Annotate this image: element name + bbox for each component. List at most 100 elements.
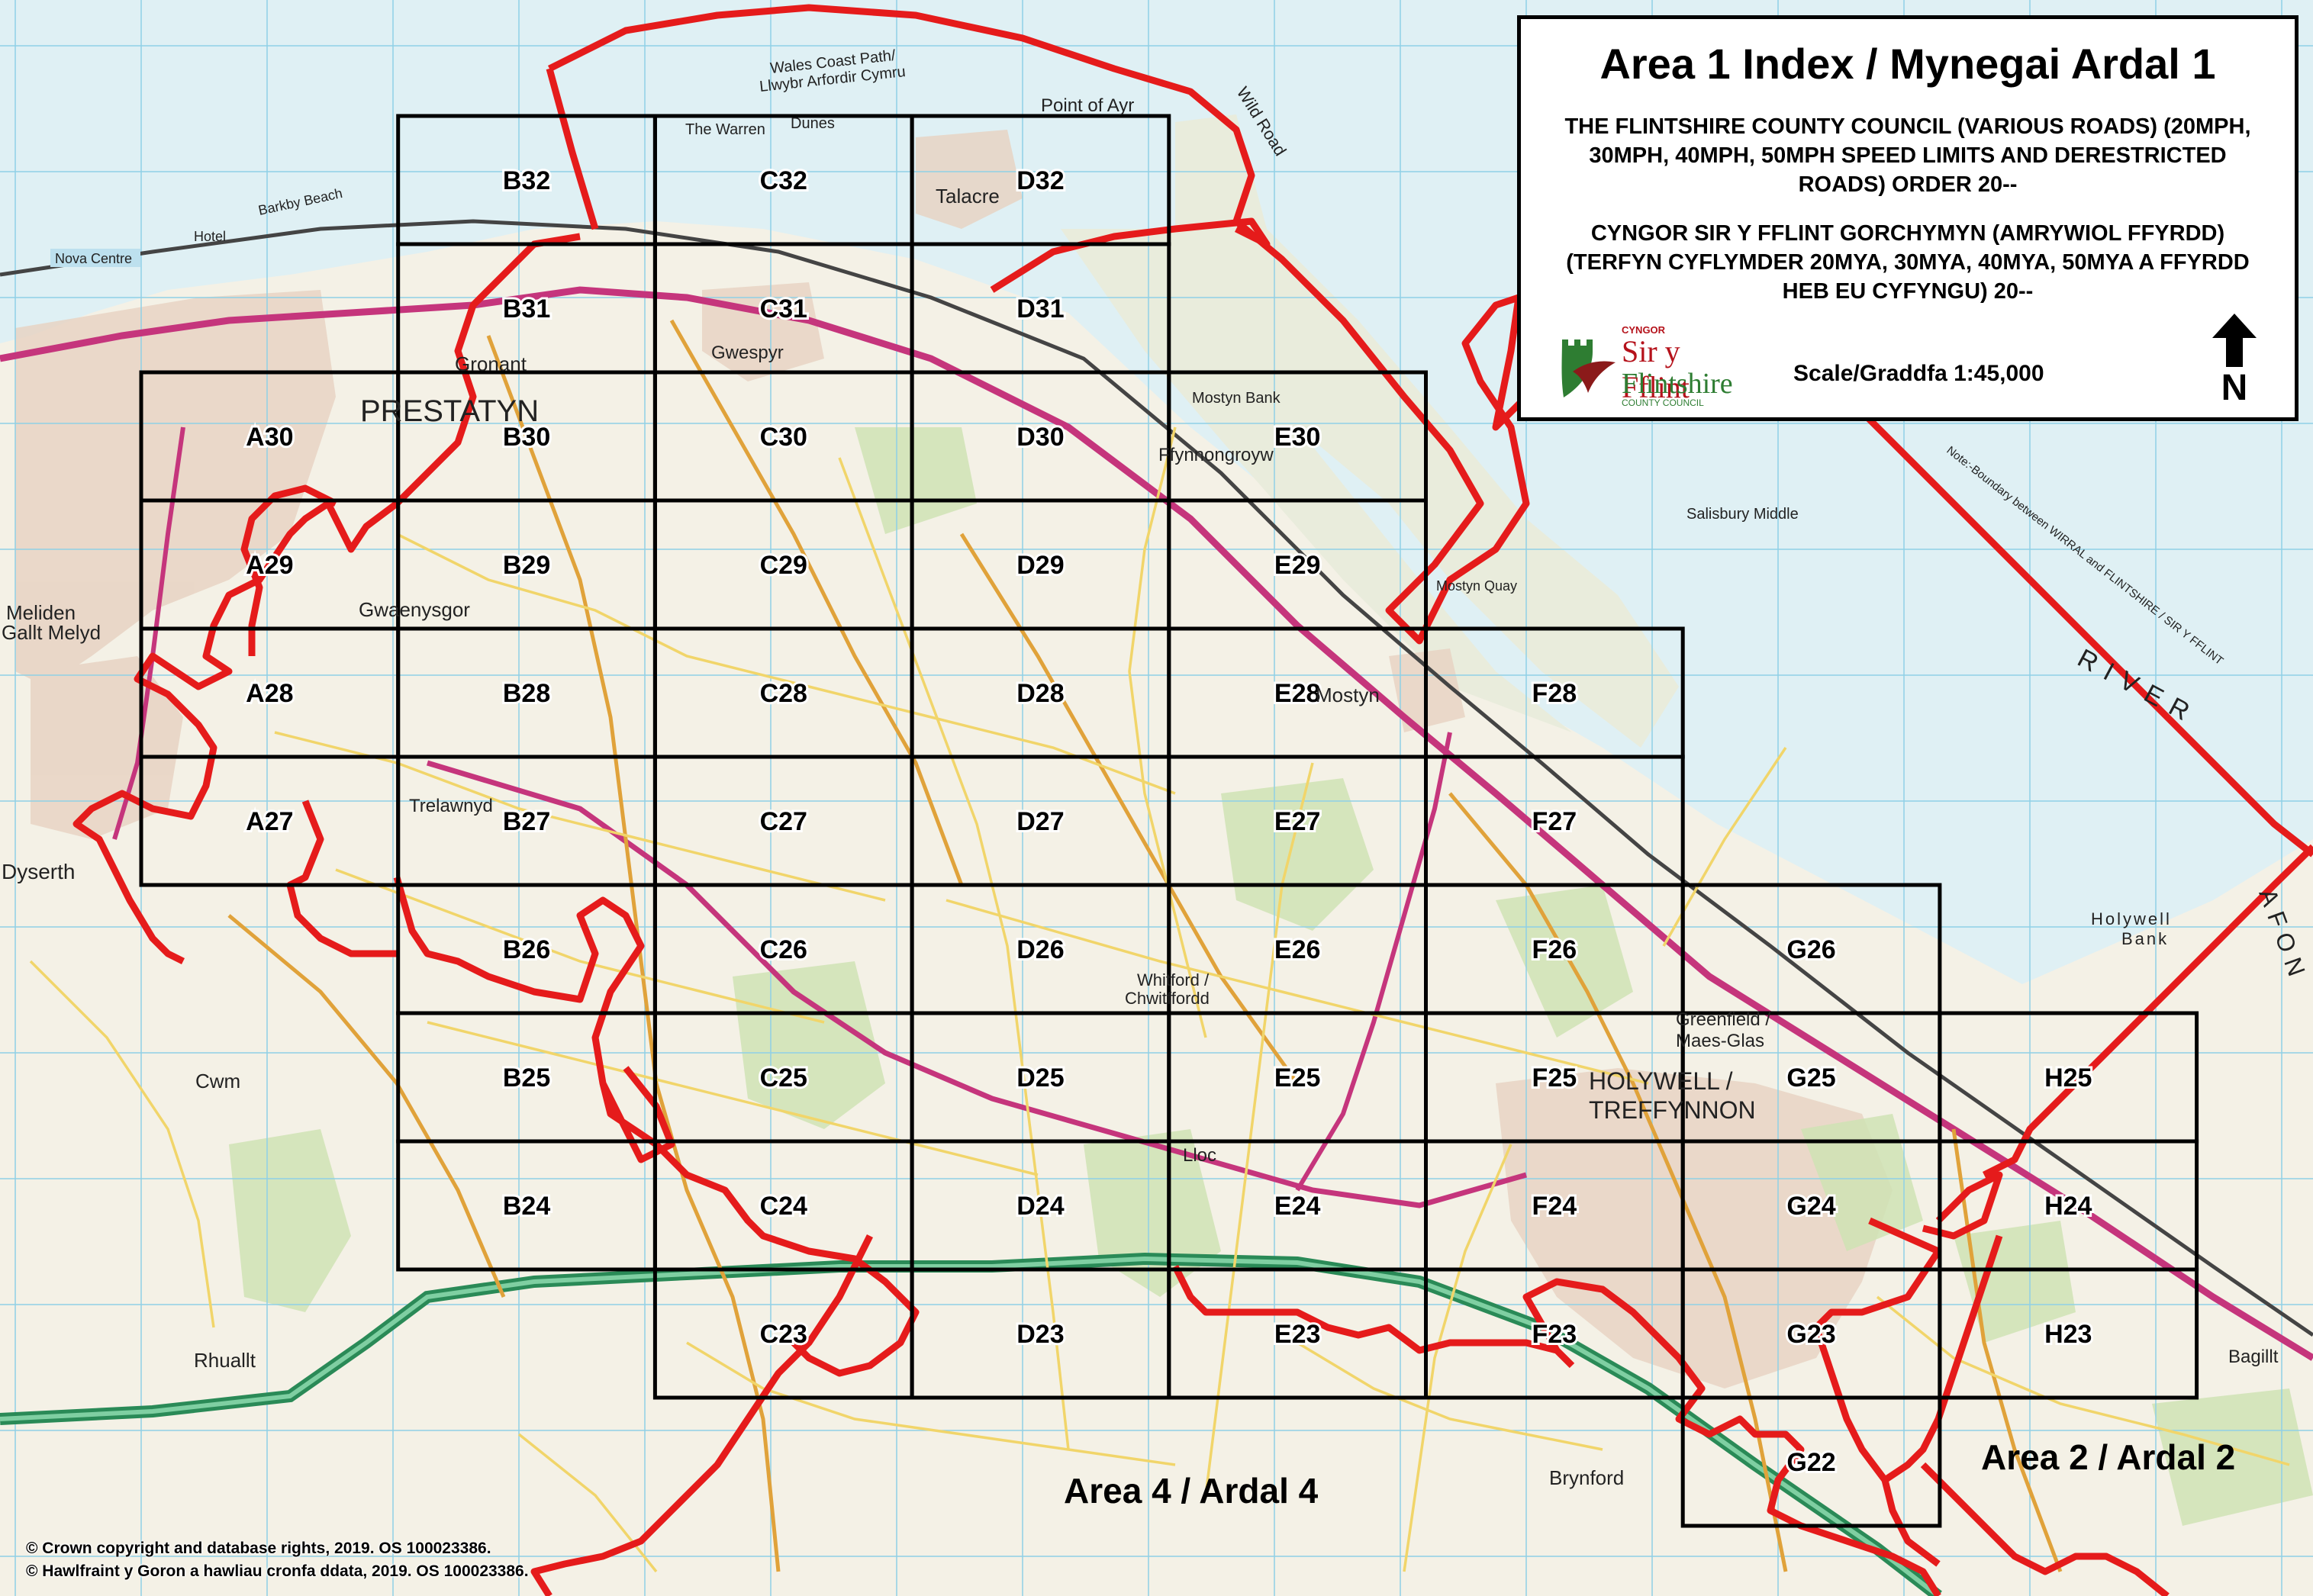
grid-cell-label: G25 (1786, 1063, 1835, 1092)
place-mostyn-bank: Mostyn Bank (1192, 390, 1281, 407)
grid-cell-label: C29 (760, 551, 807, 580)
logo-text-cyngor: CYNGOR (1622, 324, 1666, 336)
grid-cell-label: D28 (1016, 679, 1064, 708)
nova-centre-box (50, 249, 140, 267)
copyright-welsh: © Hawlfraint y Goron a hawliau cronfa dd… (26, 1562, 529, 1580)
area-boundary (530, 1234, 874, 1596)
area-2-label: Area 2 / Ardal 2 (1981, 1437, 2235, 1477)
grid-cell-label: E24 (1274, 1192, 1321, 1221)
grid-cell-label: E27 (1274, 807, 1321, 836)
grid-cell-label: G26 (1786, 935, 1835, 964)
place-mostyn-quay: Mostyn Quay (1436, 578, 1517, 594)
grid-cell-label: A28 (246, 679, 293, 708)
grid-cell-label: D30 (1016, 423, 1064, 452)
flintshire-logo: CYNGOR Sir y Fflint Flintshire COUNTY CO… (1558, 323, 1741, 408)
grid-cell-g22[interactable] (1680, 1395, 1942, 1528)
logo-text-welsh: Sir y Fflint (1622, 334, 1690, 404)
place-the-warren: The Warren (685, 121, 765, 138)
area-4-label: Area 4 / Ardal 4 (1064, 1471, 1319, 1511)
place-gwespyr: Gwespyr (711, 343, 784, 363)
grid-cell-label: F28 (1532, 679, 1577, 708)
grid-cell-label: G24 (1786, 1192, 1835, 1221)
place-bagillt: Bagillt (2228, 1347, 2279, 1367)
grid-cell-label: E30 (1274, 423, 1321, 452)
place-allt-melyd: Gallt Melyd (2, 621, 101, 644)
grid-cell-label: C27 (760, 807, 807, 836)
grid-cell-label: A27 (246, 807, 293, 836)
area-boundary (547, 4, 2313, 858)
grid-cell-label: E28 (1274, 679, 1321, 708)
grid-cell-label: D27 (1016, 807, 1064, 836)
place-chwitffordd: Chwitffordd (1125, 989, 1210, 1008)
grid-cell-label: F25 (1532, 1063, 1577, 1092)
road-a548 (0, 286, 2313, 1361)
grid-cell-label: E25 (1274, 1063, 1321, 1092)
area-boundary (1920, 1462, 2170, 1596)
grid-cell-label: D24 (1016, 1192, 1064, 1221)
grid-cell-label: D25 (1016, 1063, 1064, 1092)
place-holywell-bank: Holywell (2091, 909, 2172, 928)
order-title-welsh: CYNGOR SIR Y FFLINT GORCHYMYN (AMRYWIOL … (1566, 221, 2250, 304)
sand-bank (1061, 229, 1572, 732)
grid-cell-label: B27 (503, 807, 550, 836)
legend-title: Area 1 Index / Mynegai Ardal 1 (1599, 40, 2216, 88)
place-point-of-ayr: Point of Ayr (1041, 95, 1134, 116)
logo-text-council: COUNTY COUNCIL (1622, 397, 1704, 408)
grid-cell-label: B29 (503, 551, 550, 580)
place-gwaenysgor: Gwaenysgor (359, 598, 470, 621)
railway-line (0, 219, 2313, 1337)
place-greenfield: Greenfield / (1676, 1009, 1770, 1030)
place-salisbury-middle: Salisbury Middle (1686, 506, 1799, 523)
north-letter: N (2221, 368, 2248, 408)
grid-cell-label: D23 (1016, 1320, 1064, 1349)
grid-cell-label: B32 (503, 166, 550, 195)
grid-cell-label: B26 (503, 935, 550, 964)
grid-cell-label: F27 (1532, 807, 1577, 836)
grid-cell-label: C31 (760, 294, 807, 323)
place-meliden: Meliden (6, 601, 76, 624)
copyright-english: © Crown copyright and database rights, 2… (26, 1540, 491, 1557)
grid-cell-label: D26 (1016, 935, 1064, 964)
place-brynford: Brynford (1549, 1466, 1624, 1489)
castle-logo-icon (1561, 339, 1616, 397)
legend-panel: Area 1 Index / Mynegai Ardal 1 THE FLINT… (1517, 15, 2299, 421)
grid-cell-label: E26 (1274, 935, 1321, 964)
grid-cell-label: H24 (2044, 1192, 2092, 1221)
grid-cell-label: H25 (2044, 1063, 2092, 1092)
grid-cell-label: F24 (1532, 1192, 1577, 1221)
place-holywell: HOLYWELL / (1589, 1067, 1733, 1095)
grid-cell-label: D29 (1016, 551, 1064, 580)
area-boundary (72, 233, 581, 965)
logo-text-english: Flintshire (1622, 368, 1733, 400)
grid-cell-label: H23 (2044, 1320, 2092, 1349)
grid-cell-label: C25 (760, 1063, 807, 1092)
grid-cell-label: E23 (1274, 1320, 1321, 1349)
woodland (229, 427, 2313, 1526)
grid-cell-label: G23 (1786, 1320, 1835, 1349)
grid-cell-label: A30 (246, 423, 293, 452)
place-ffynnongroyw: Ffynnongroyw (1158, 445, 1274, 465)
grid-cell-label: C23 (760, 1320, 807, 1349)
grid-cell-label: B30 (503, 423, 550, 452)
grid-cell-label: C26 (760, 935, 807, 964)
north-arrow-icon (2212, 314, 2257, 367)
north-arrow: N (2208, 312, 2261, 408)
grid-cell-label: D31 (1016, 294, 1064, 323)
place-bank: Bank (2121, 929, 2169, 948)
grid-cell-label: C30 (760, 423, 807, 452)
road-a5026 (1295, 732, 1452, 1192)
grid-cell-label: C32 (760, 166, 807, 195)
grid-cell-label: B25 (503, 1063, 550, 1092)
place-nova-centre: Nova Centre (55, 251, 132, 266)
place-maes-glas: Maes-Glas (1676, 1031, 1764, 1051)
grid-cell-h23[interactable] (1938, 1267, 2199, 1400)
grid-cell-label: B31 (503, 294, 550, 323)
place-dyserth: Dyserth (2, 860, 75, 883)
place-dunes: Dunes (791, 115, 835, 132)
place-whitford: Whitford / (1137, 970, 1210, 989)
grid-cell-label: C28 (760, 679, 807, 708)
area-boundary (1812, 844, 2313, 1567)
area-boundary (240, 484, 397, 957)
